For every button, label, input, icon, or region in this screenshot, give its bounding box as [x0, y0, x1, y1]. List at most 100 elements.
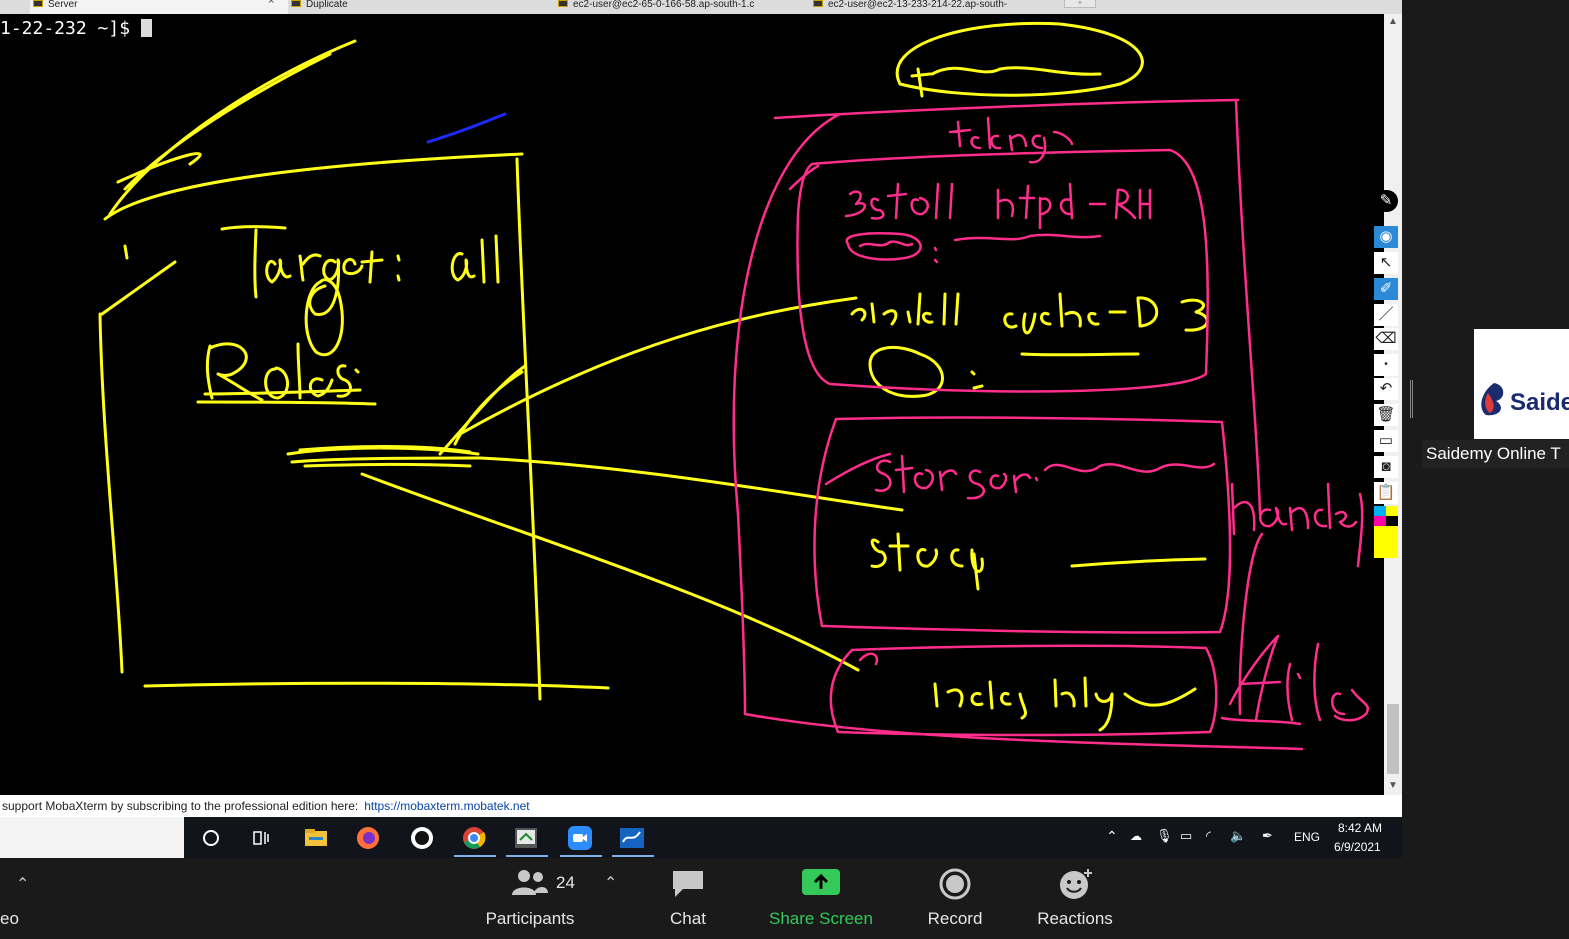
circle-mark — [304, 278, 344, 356]
text-files — [1228, 634, 1369, 722]
tab-ec2-session-2[interactable]: ec2-user@ec2-13-233-214-22.ap-south- — [810, 0, 1060, 14]
volume-icon[interactable]: 🔈 — [1230, 828, 1247, 843]
clock-date[interactable]: 6/9/2021 — [1334, 840, 1381, 854]
chevron-up-icon[interactable]: ⌃ — [1106, 828, 1118, 844]
language-indicator[interactable]: ENG — [1294, 830, 1321, 844]
color-palette[interactable] — [1374, 506, 1398, 558]
eye-icon[interactable]: ◉ — [1374, 226, 1398, 248]
share-screen-button[interactable]: Share Screen — [760, 858, 882, 939]
left-box-right-edge — [515, 157, 542, 701]
tab-duplicate[interactable]: Duplicate — [288, 0, 550, 14]
value-scribble-1 — [953, 233, 1102, 242]
clipboard-icon[interactable]: 📋 — [1374, 482, 1398, 504]
microphone-icon[interactable]: 🎙 — [1156, 828, 1173, 843]
camera-icon[interactable]: ◙ — [1374, 456, 1398, 478]
whiteboard-tool-icon[interactable]: ▭ — [1374, 430, 1398, 452]
chevron-up-icon[interactable]: ⌃ — [604, 875, 618, 892]
header-scribble — [910, 66, 1102, 98]
outer-box-left — [732, 112, 842, 716]
reactions-smiley-icon — [1060, 869, 1092, 899]
prompt-text: 1-22-232 ~]$ — [0, 18, 141, 39]
files-underline — [1220, 716, 1302, 726]
mobaxterm-icon[interactable] — [514, 826, 538, 850]
onedrive-cloud-icon[interactable]: ☁ — [1130, 829, 1142, 843]
dot-size-icon[interactable]: • — [1374, 354, 1398, 376]
letter-T — [220, 225, 287, 299]
text-install — [850, 292, 960, 326]
eraser-icon[interactable]: ⌫ — [1374, 328, 1398, 350]
firefox-icon[interactable] — [356, 826, 380, 850]
text-cursor — [140, 19, 152, 37]
zoom-active-indicator — [560, 855, 602, 857]
header-oval — [895, 21, 1144, 97]
taskbar-search-box[interactable] — [0, 817, 184, 858]
file-explorer-icon[interactable] — [304, 826, 328, 850]
terminal-area[interactable]: 1-22-232 ~]$ — [0, 14, 1384, 795]
wifi-icon[interactable]: ◜ — [1206, 828, 1212, 843]
saidemy-logo-icon — [1481, 383, 1504, 416]
text-D3 — [1108, 296, 1209, 332]
pointer-arrow-icon[interactable]: ↖ — [1374, 252, 1398, 274]
highlighter-icon[interactable]: ✐ — [1374, 278, 1398, 300]
whiteboard-icon[interactable] — [620, 826, 644, 850]
mobaxterm-status-line: support MobaXterm by subscribing to the … — [0, 795, 1402, 817]
battery-icon[interactable]: ▭ — [1180, 828, 1193, 843]
annotation-drawing — [98, 21, 1369, 751]
close-icon[interactable]: × — [268, 0, 275, 7]
text-httpd — [996, 182, 1074, 230]
colon-pink — [933, 246, 939, 264]
chat-label: Chat — [670, 909, 706, 928]
zoom-icon[interactable] — [568, 826, 592, 850]
record-button[interactable]: Record — [915, 858, 995, 939]
terminal-tab-icon — [33, 0, 43, 7]
participant-video-tile[interactable]: Saide — [1474, 329, 1569, 439]
underline-2 — [203, 388, 362, 396]
participants-count: 24 — [556, 873, 575, 892]
text-ap — [950, 548, 984, 591]
clock-time[interactable]: 8:42 AM — [1338, 821, 1383, 835]
mobaxterm-link[interactable]: https://mobaxterm.mobatek.net — [364, 799, 530, 813]
chat-button[interactable]: Chat — [648, 858, 728, 939]
tab-ec2-session-1[interactable]: ec2-user@ec2-65-0-166-58.ap-south-1.c — [555, 0, 805, 14]
system-tray: ⌃ ☁ 🎙 ▭ ◜ 🔈 ✒ ENG 8:42 AM 6/9/2021 — [1100, 817, 1400, 858]
annotation-toolbar: ✎ ◉ ↖ ✐ ／ ⌫ • ↶ 🗑 ▭ ◙ 📋 — [1372, 190, 1400, 560]
pen-icon[interactable]: ／ — [1374, 304, 1398, 326]
stop-video-button[interactable]: ⌃ eo — [0, 858, 60, 939]
chevron-up-icon[interactable]: ⌃ — [16, 876, 30, 893]
record-icon — [939, 868, 971, 900]
outer-box-right-lower — [1238, 532, 1264, 716]
text-RH — [1088, 188, 1152, 220]
name-circle — [868, 345, 944, 398]
reactions-button[interactable]: Reactions — [1030, 858, 1120, 939]
task-view-icon[interactable] — [250, 826, 274, 850]
name-scribble-1 — [858, 240, 914, 248]
value-line-2 — [1070, 557, 1207, 568]
task1-tick — [788, 164, 820, 191]
participants-icon — [512, 870, 548, 895]
scroll-down-icon[interactable]: ▼ — [1388, 780, 1398, 791]
undo-icon[interactable]: ↶ — [1374, 378, 1398, 400]
tick-mark — [123, 244, 129, 260]
scroll-up-icon[interactable]: ▲ — [1388, 16, 1398, 27]
text-apache — [1003, 292, 1100, 335]
pen-tool-logo-icon[interactable]: ✎ — [1374, 190, 1398, 212]
index-box — [829, 644, 1218, 737]
new-tab-button[interactable]: + — [1064, 0, 1096, 8]
chrome-icon[interactable] — [462, 826, 486, 850]
panel-divider-handle[interactable] — [1410, 380, 1413, 418]
letter-s — [336, 364, 352, 398]
tab-server[interactable]: Server × — [30, 0, 288, 14]
letter-e2 — [308, 377, 334, 398]
scroll-thumb[interactable] — [1387, 704, 1399, 774]
left-box-left-edge — [98, 312, 124, 674]
text-install-httpd — [844, 182, 954, 220]
participants-button[interactable]: Participants — [470, 858, 590, 939]
terminal-tab-icon — [558, 0, 568, 7]
name-oval-1 — [845, 232, 922, 261]
pink-strokes — [732, 98, 1369, 751]
arrow-stem — [438, 364, 527, 456]
pen-input-icon[interactable]: ✒ — [1262, 828, 1273, 843]
github-icon[interactable] — [410, 826, 434, 850]
cortana-icon[interactable] — [200, 826, 224, 850]
trash-icon[interactable]: 🗑 — [1374, 404, 1398, 426]
